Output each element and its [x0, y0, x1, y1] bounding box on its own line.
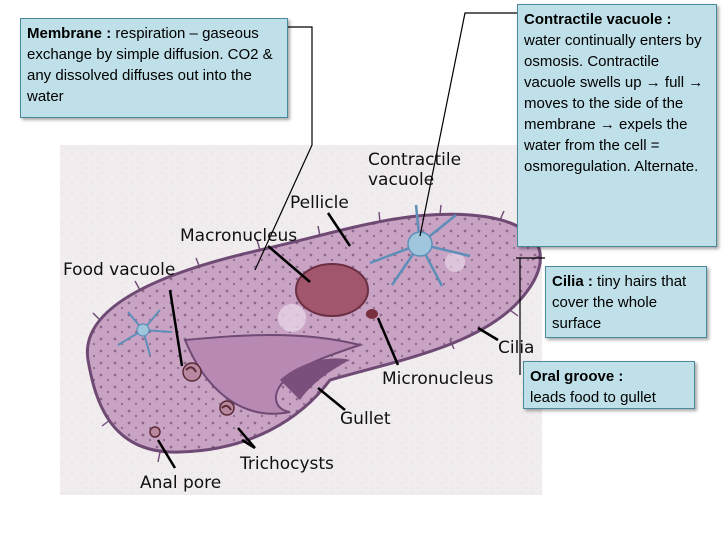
- callout-contractile-text: water continually enters by osmosis. Con…: [524, 32, 704, 175]
- label-gullet: Gullet: [340, 409, 391, 429]
- cell-body: [85, 212, 542, 454]
- callout-cilia-title: Cilia :: [552, 273, 593, 290]
- callout-oral-text: leads food to gullet: [530, 389, 656, 406]
- gullet: [280, 358, 350, 400]
- label-contractile-vacuole: Contractile vacuole: [368, 150, 461, 190]
- label-cilia: Cilia: [498, 338, 535, 358]
- label-anal-pore: Anal pore: [140, 473, 222, 493]
- label-micronucleus: Micronucleus: [382, 369, 494, 389]
- label-pellicle: Pellicle: [290, 193, 349, 213]
- label-macronucleus: Macronucleus: [180, 226, 298, 246]
- callout-cilia: Cilia : tiny hairs that cover the whole …: [545, 266, 707, 338]
- callout-membrane-title: Membrane :: [27, 25, 112, 42]
- label-contractile-line2: vacuole: [368, 170, 435, 190]
- callout-membrane-text: respiration – gaseous exchange by simple…: [27, 25, 273, 105]
- callout-oral-title-text: Oral groove :: [530, 368, 624, 385]
- macronucleus-shape: [295, 263, 369, 317]
- label-contractile-line1: Contractile: [368, 150, 462, 170]
- callout-cilia-text: tiny hairs that cover the whole surface: [552, 273, 687, 332]
- callout-contractile-vacuole: Contractile vacuole : water continually …: [517, 4, 717, 247]
- callout-contractile-title: Contractile vacuole :: [524, 11, 672, 28]
- callout-membrane: Membrane : respiration – gaseous exchang…: [20, 18, 288, 118]
- callout-oral-groove: Oral groove : leads food to gullet: [523, 361, 695, 409]
- micronucleus-shape: [366, 309, 378, 319]
- callout-oral-title: Oral groove :: [530, 366, 688, 387]
- label-trichocysts: Trichocysts: [240, 454, 334, 474]
- label-food-vacuole: Food vacuole: [63, 260, 176, 280]
